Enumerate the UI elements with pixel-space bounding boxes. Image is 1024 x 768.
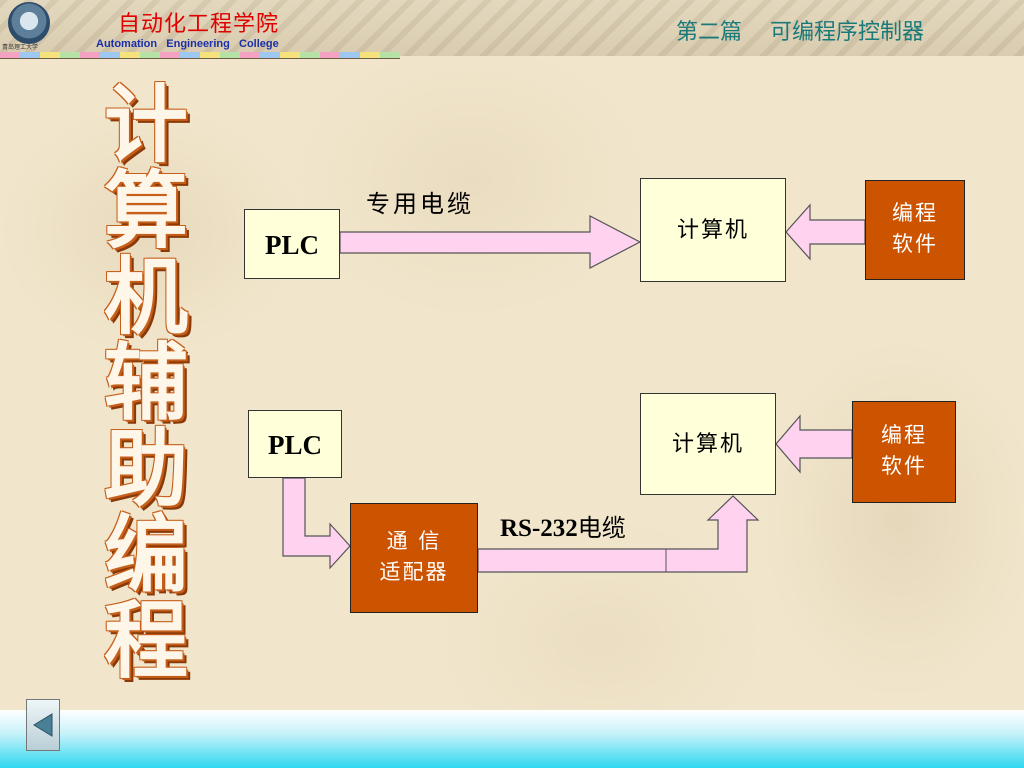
cable-label-top: 专用电缆	[366, 190, 474, 218]
arrow-plc-to-adapter	[282, 477, 351, 570]
title-char: 助	[103, 420, 188, 518]
software-label-line2: 软件	[892, 232, 938, 256]
title-char: 算	[103, 162, 188, 260]
software-label-line1: 编程	[881, 423, 927, 447]
college-name-cn: 自动化工程学院	[118, 12, 280, 37]
computer-label: 计算机	[671, 432, 744, 457]
title-char: 机	[103, 248, 188, 346]
computer-label: 计算机	[676, 218, 749, 243]
vertical-title: 计 算 机 辅 助 编 程	[78, 82, 214, 684]
plc-box-bottom: PLC	[248, 410, 342, 478]
college-name-en: Automation Engineering College	[96, 38, 279, 50]
title-char: 编	[103, 506, 188, 604]
software-box-bottom: 编程 软件	[852, 401, 956, 503]
arrow-software-to-computer-bottom	[775, 414, 853, 474]
chapter-title: 第二篇 可编程序控制器	[676, 20, 924, 45]
triangle-left-icon	[33, 713, 53, 737]
header-color-strip	[0, 52, 400, 58]
software-label-line2: 软件	[881, 454, 927, 478]
header-divider	[0, 58, 400, 59]
computer-box-bottom: 计算机	[640, 393, 776, 495]
plc-label: PLC	[268, 430, 322, 460]
arrow-plc-to-computer-top	[339, 215, 642, 269]
adapter-box: 通 信 适配器	[350, 503, 478, 613]
adapter-label-line1: 通 信	[386, 529, 442, 553]
footer-bar	[0, 710, 1024, 768]
plc-box-top: PLC	[244, 209, 340, 279]
university-logo-icon	[8, 2, 50, 44]
cable-label-bottom: RS-232电缆	[500, 508, 626, 543]
university-caption: 青岛理工大学	[2, 44, 39, 51]
header-band	[0, 0, 1024, 56]
arrow-adapter-to-computer	[477, 495, 760, 573]
computer-box-top: 计算机	[640, 178, 786, 282]
title-char: 辅	[103, 334, 188, 432]
arrow-software-to-computer-top	[785, 203, 866, 261]
cable-label-suffix: 电缆	[577, 514, 626, 542]
title-char: 程	[103, 592, 188, 690]
plc-label: PLC	[265, 230, 319, 260]
software-label-line1: 编程	[892, 201, 938, 225]
cable-label-prefix: RS-232	[500, 515, 578, 542]
back-button[interactable]	[26, 699, 60, 751]
adapter-label-line2: 适配器	[379, 560, 449, 584]
title-char: 计	[103, 76, 188, 174]
software-box-top: 编程 软件	[865, 180, 965, 280]
